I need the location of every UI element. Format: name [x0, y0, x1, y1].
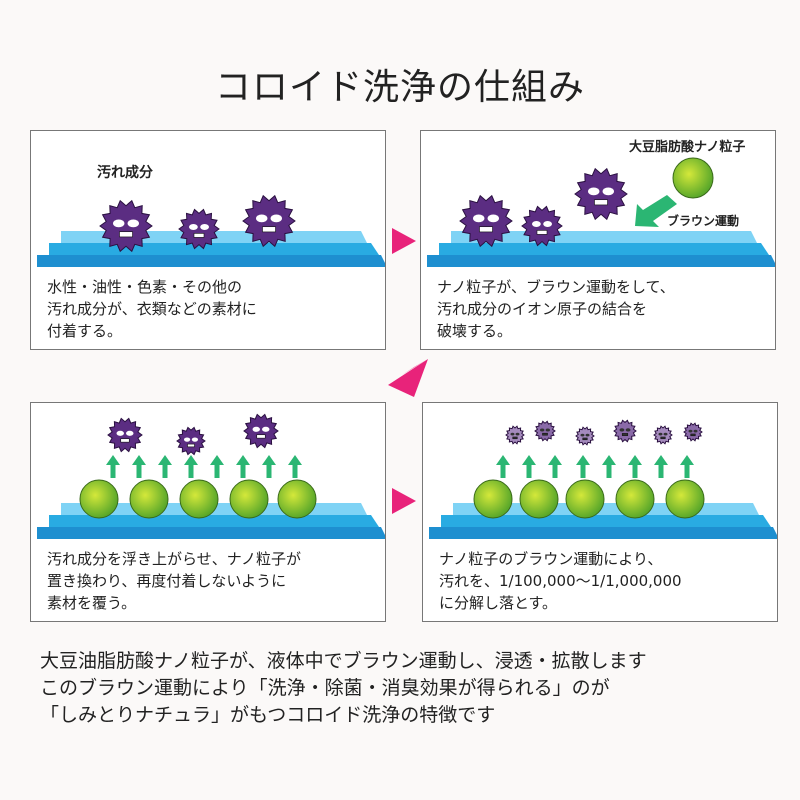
page-title: コロイド洗浄の仕組み: [214, 67, 585, 108]
nano-particle: [672, 157, 714, 199]
nano-particle: [79, 479, 119, 519]
summary-line: このブラウン運動により「洗浄・除菌・消臭効果が得られる」のが: [40, 677, 610, 699]
nano-particle: [519, 479, 559, 519]
germ-icon: [505, 425, 525, 445]
decomposition-illustration: [429, 419, 777, 539]
lifting-illustration: [37, 413, 385, 539]
nano-particle: [179, 479, 219, 519]
up-arrow-icon: [288, 455, 302, 478]
panel-step-3: 汚れ成分を浮き上がらせ、ナノ粒子が 置き換わり、再度付着しないように 素材を覆う…: [30, 402, 386, 622]
summary-text: 大豆油脂肪酸ナノ粒子が、液体中でブラウン運動し、浸透・拡散します このブラウン運…: [40, 648, 800, 729]
dirt-label: 汚れ成分: [97, 164, 153, 181]
germ-icon: [613, 419, 637, 443]
brownian-motion-illustration: 大豆脂肪酸ナノ粒子 ブラウン運動: [427, 139, 775, 267]
nano-particle: [665, 479, 705, 519]
germ-icon: [243, 413, 279, 449]
germ-icon: [459, 194, 513, 248]
brownian-label: ブラウン運動: [667, 213, 739, 228]
up-arrow-icon: [158, 455, 172, 478]
nano-particle: [565, 479, 605, 519]
up-arrow-icon: [210, 455, 224, 478]
germ-icon: [683, 422, 703, 442]
up-arrow-icon: [602, 455, 616, 478]
nano-particle: [129, 479, 169, 519]
next-arrow-icon: [392, 228, 416, 254]
step-3-text: 汚れ成分を浮き上がらせ、ナノ粒子が 置き換わり、再度付着しないように 素材を覆う…: [47, 550, 301, 612]
up-arrow-icon: [106, 455, 120, 478]
motion-arrow-icon: [635, 195, 677, 227]
up-arrow-icon: [654, 455, 668, 478]
step-4-text: ナノ粒子のブラウン運動により、 汚れを、1/100,000〜1/1,000,00…: [439, 550, 682, 612]
nano-particle: [615, 479, 655, 519]
germ-icon: [534, 420, 556, 442]
nano-particle: [229, 479, 269, 519]
up-arrow-icon: [628, 455, 642, 478]
up-arrow-icon: [184, 455, 198, 478]
next-arrow-icon: [392, 488, 416, 514]
germ-icon: [653, 425, 673, 445]
germ-icon: [574, 167, 628, 221]
germ-icon: [99, 199, 153, 253]
step-1-text: 水性・油性・色素・その他の 汚れ成分が、衣類などの素材に 付着する。: [47, 278, 257, 340]
panel-step-2: 大豆脂肪酸ナノ粒子 ブラウン運動 ナノ粒子が、ブラウン運動をして、 汚れ成分のイ…: [420, 130, 776, 350]
germ-icon: [575, 426, 595, 446]
germ-icon: [176, 426, 206, 456]
up-arrow-icon: [680, 455, 694, 478]
up-arrow-icon: [496, 455, 510, 478]
step-2-text: ナノ粒子が、ブラウン運動をして、 汚れ成分のイオン原子の結合を 破壊する。: [437, 278, 675, 340]
panel-step-1: 汚れ成分 水性・油性・色素・その他の 汚れ成分が、衣類などの素材に 付着する。: [30, 130, 386, 350]
summary-line: 大豆油脂肪酸ナノ粒子が、液体中でブラウン運動し、浸透・拡散します: [40, 650, 647, 672]
up-arrow-icon: [548, 455, 562, 478]
nano-particle: [473, 479, 513, 519]
nano-particle: [277, 479, 317, 519]
panel-step-4: ナノ粒子のブラウン運動により、 汚れを、1/100,000〜1/1,000,00…: [422, 402, 778, 622]
germs-on-fabric-illustration: 汚れ成分: [37, 164, 385, 267]
up-arrow-icon: [576, 455, 590, 478]
germ-icon: [107, 417, 143, 453]
germ-icon: [242, 194, 296, 248]
nano-particle-label: 大豆脂肪酸ナノ粒子: [629, 139, 745, 155]
up-arrow-icon: [132, 455, 146, 478]
germ-icon: [521, 205, 563, 247]
up-arrow-icon: [262, 455, 276, 478]
summary-line: 「しみとりナチュラ」がもつコロイド洗浄の特徴です: [40, 704, 496, 726]
up-arrow-icon: [522, 455, 536, 478]
up-arrow-icon: [236, 455, 250, 478]
next-diagonal-arrow-icon: [388, 359, 428, 397]
germ-icon: [178, 208, 220, 250]
